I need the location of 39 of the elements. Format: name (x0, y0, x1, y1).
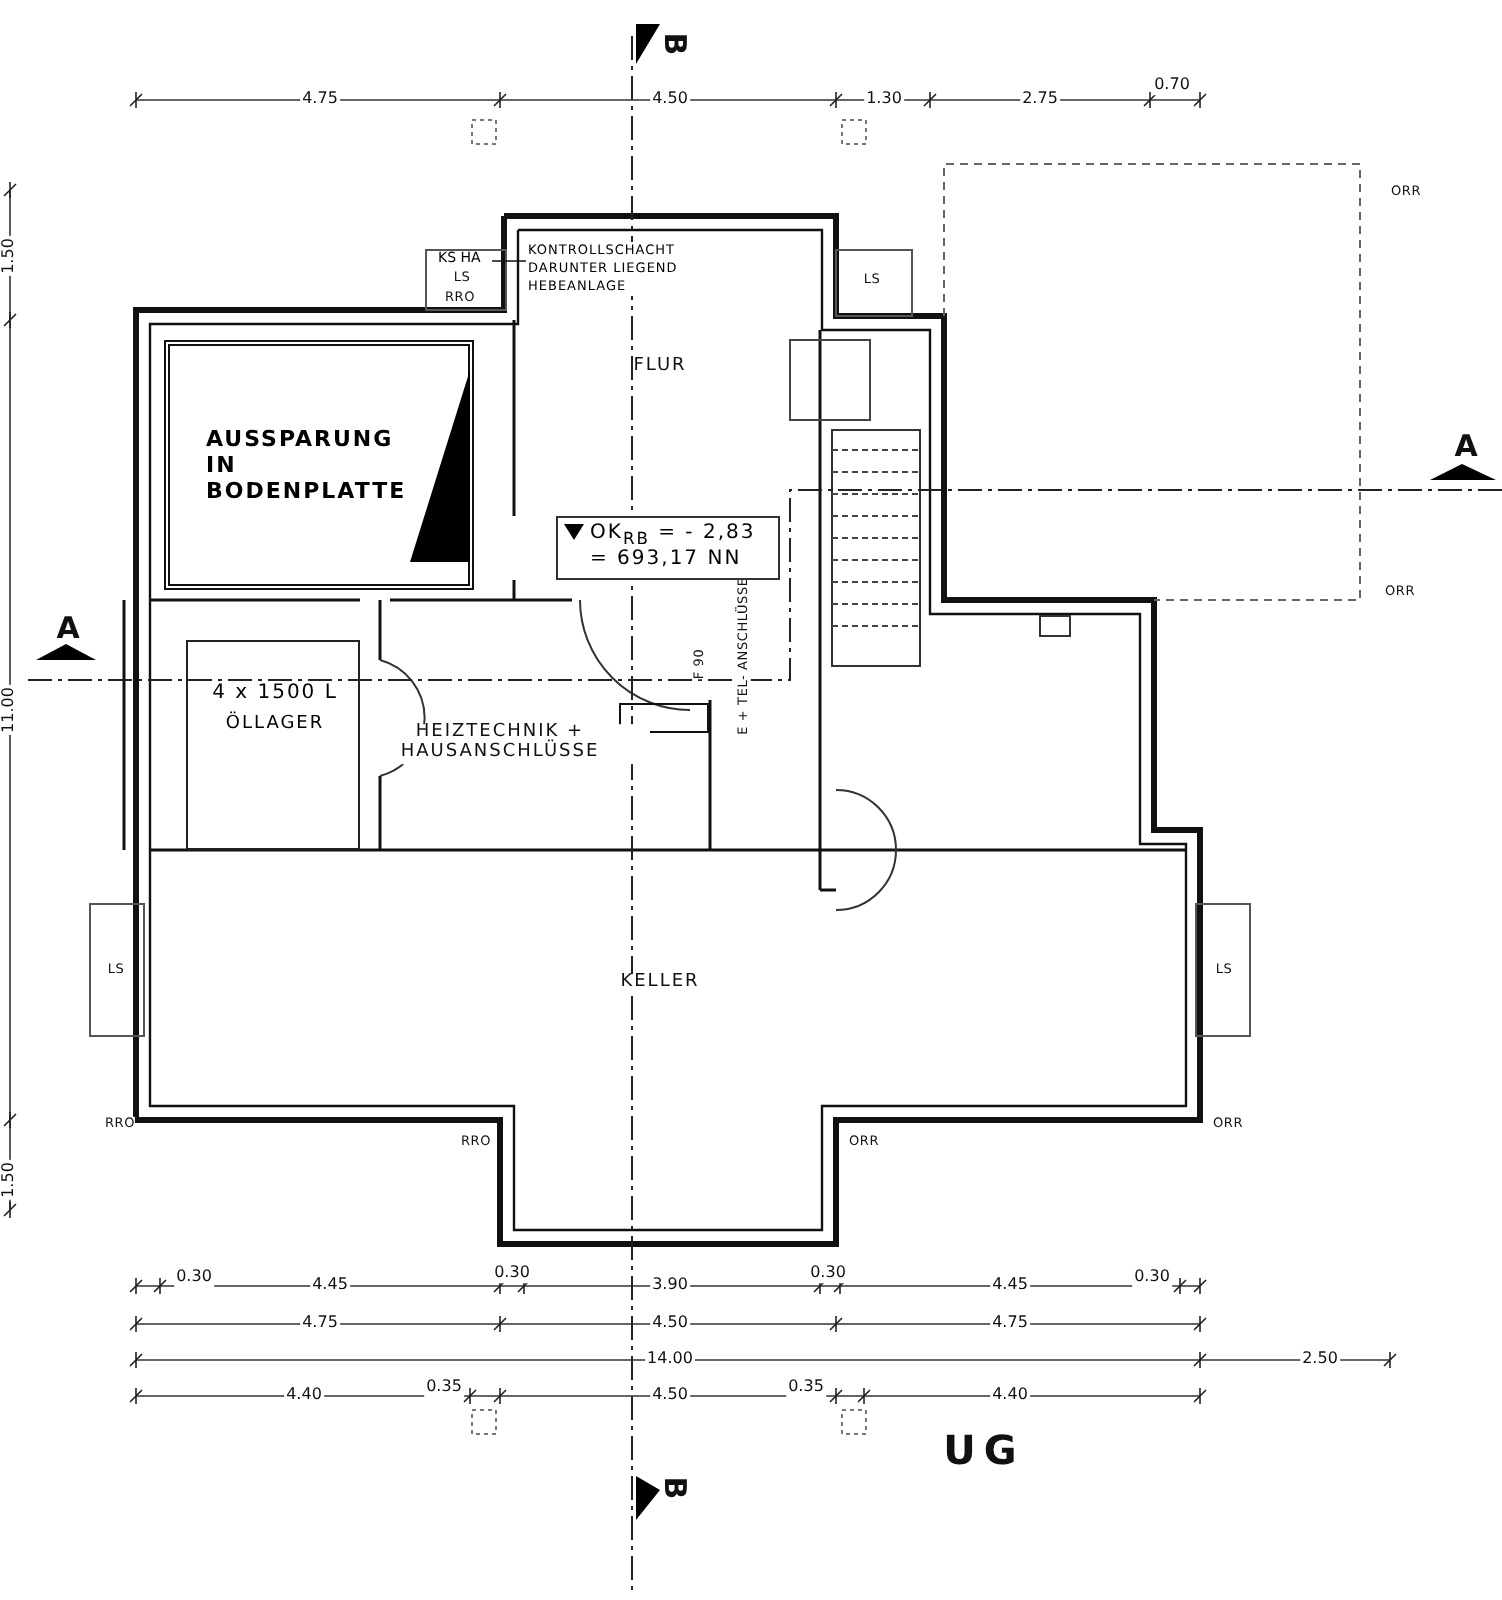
dimension-label: 0.35 (786, 1379, 826, 1397)
dimension-label: 4.75 (300, 91, 340, 109)
dimension-label: 4.45 (310, 1277, 350, 1295)
dimension-label: 0.30 (492, 1265, 532, 1283)
dimension-label: 0.30 (174, 1269, 214, 1287)
dimension-label: 4.40 (284, 1387, 324, 1405)
room-label: KELLER (620, 974, 700, 994)
section-letter: B (657, 1476, 691, 1500)
tank-label: 4 x 1500 L (210, 682, 340, 704)
dimension-label: 1.50 (1, 1160, 19, 1200)
dimension-label: 4.50 (650, 1315, 690, 1333)
dimension-label: 4.40 (990, 1387, 1030, 1405)
cutout-label: AUSSPARUNG IN BODENPLATTE (206, 426, 409, 504)
dimension-label: 0.70 (1152, 77, 1192, 95)
room-label: ÖLLAGER (223, 714, 327, 734)
dimension-label: 4.50 (650, 1387, 690, 1405)
dimension-label: 4.75 (990, 1315, 1030, 1333)
section-letter: A (56, 611, 80, 645)
dimension-label: 14.00 (645, 1351, 695, 1369)
floor-level-label: UG (943, 1428, 1025, 1472)
leader-line (491, 260, 527, 262)
dimension-label: 2.50 (1300, 1351, 1340, 1369)
dimension-label: 4.45 (990, 1277, 1030, 1295)
dimension-label: 3.90 (650, 1277, 690, 1295)
dimension-label: 4.75 (300, 1315, 340, 1333)
dimension-label: 1.50 (1, 236, 19, 276)
dimension-label: 11.00 (1, 685, 19, 735)
dimension-label: 4.50 (650, 91, 690, 109)
dimension-label: 0.30 (1132, 1269, 1172, 1287)
section-letter: B (657, 32, 691, 56)
dimension-label: 0.30 (808, 1265, 848, 1283)
oil-storage-box (186, 640, 360, 850)
dimension-label: 1.30 (864, 91, 904, 109)
level-box (556, 516, 780, 580)
dimension-label: 2.75 (1020, 91, 1060, 109)
level-label: OK$_{RB}$ = - 2,83 = 693,17 NN (590, 522, 758, 572)
section-letter: A (1454, 429, 1478, 463)
dimension-label: 0.35 (424, 1379, 464, 1397)
floor-cutout-box (164, 340, 474, 590)
